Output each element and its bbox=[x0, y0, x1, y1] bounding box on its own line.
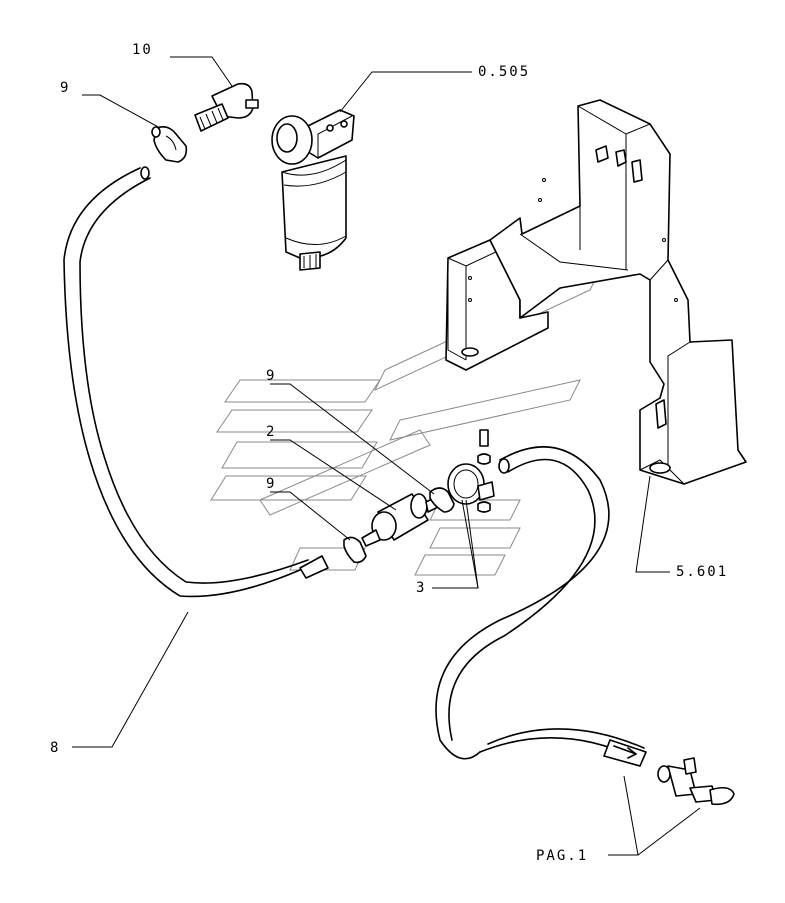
callout-0505: 0.505 bbox=[478, 64, 530, 80]
leader-lines bbox=[72, 56, 701, 856]
hose-clip-part-9-middle bbox=[429, 487, 455, 513]
mounting-bracket-5601 bbox=[445, 99, 747, 485]
inline-filter-part-2 bbox=[361, 493, 441, 547]
elbow-fitting-part-10 bbox=[194, 82, 259, 132]
callout-3: 3 bbox=[416, 580, 426, 596]
callout-9-lower: 9 bbox=[266, 476, 276, 492]
callout-9-top: 9 bbox=[60, 80, 70, 96]
hose-clip-part-9-lower bbox=[343, 536, 367, 564]
hose-clip-part-9-top bbox=[151, 126, 188, 163]
callout-9-middle: 9 bbox=[266, 368, 276, 384]
callout-5601: 5.601 bbox=[676, 564, 728, 580]
fuel-hose-part-8 bbox=[63, 166, 329, 598]
return-hose bbox=[435, 446, 647, 767]
callout-8: 8 bbox=[50, 740, 60, 756]
callout-10: 10 bbox=[132, 42, 153, 58]
callout-labels: 10 9 0.505 9 2 9 3 5.601 8 PAG.1 bbox=[50, 42, 728, 864]
clamp-part-3 bbox=[447, 429, 495, 513]
drain-tap bbox=[657, 757, 735, 806]
callout-pag1: PAG.1 bbox=[536, 848, 588, 864]
watermark-logo bbox=[210, 268, 602, 576]
callout-2: 2 bbox=[266, 424, 276, 440]
fuel-filter-assembly-0505 bbox=[271, 109, 355, 271]
